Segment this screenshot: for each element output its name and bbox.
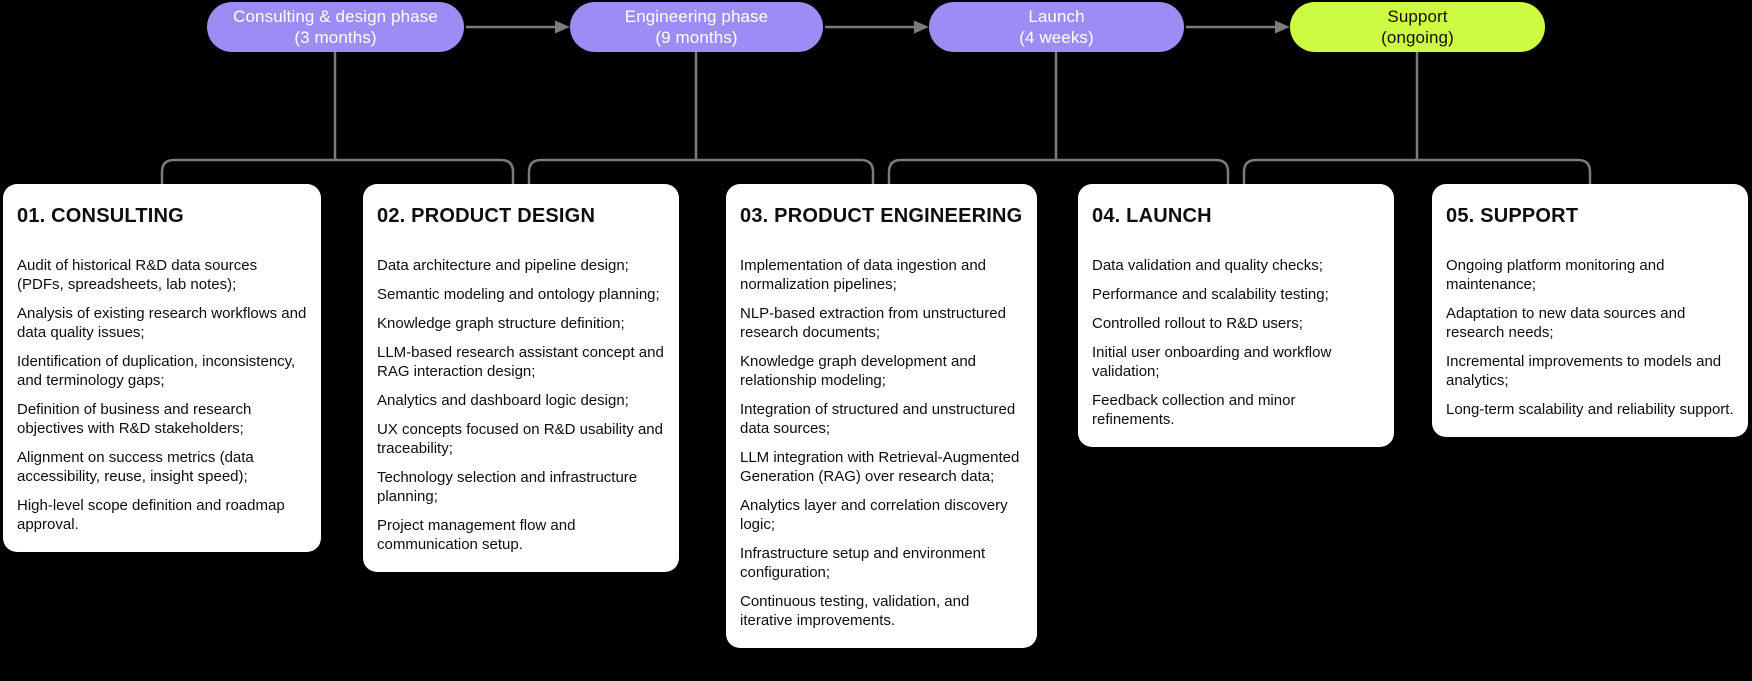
card-item: Feedback collection and minor refinement… bbox=[1092, 392, 1296, 428]
card-item: Adaptation to new data sources and resea… bbox=[1446, 305, 1686, 341]
card-item: Audit of historical R&D data sources (PD… bbox=[17, 257, 258, 293]
card-item: NLP-based extraction from unstructured r… bbox=[740, 305, 1006, 341]
bracket-line bbox=[160, 158, 515, 188]
card-items: Implementation of data ingestion and nor… bbox=[740, 256, 1023, 630]
card-items: Audit of historical R&D data sources (PD… bbox=[17, 256, 307, 534]
card-item: LLM-based research assistant concept and… bbox=[377, 344, 664, 380]
card-item: Initial user onboarding and workflow val… bbox=[1092, 344, 1332, 380]
phase-title: Engineering phase bbox=[624, 7, 769, 26]
card-item: Integration of structured and unstructur… bbox=[740, 401, 1016, 437]
arrowhead-icon bbox=[1275, 20, 1290, 34]
card-item: Analysis of existing research workflows … bbox=[17, 305, 307, 341]
phase-pill-engineering: Engineering phase (9 months) bbox=[570, 2, 823, 52]
bracket-line bbox=[527, 158, 875, 188]
card-item: Data validation and quality checks; bbox=[1092, 257, 1323, 274]
arrowhead-icon bbox=[914, 20, 929, 34]
phase-duration: (ongoing) bbox=[1381, 28, 1454, 47]
card-item: Controlled rollout to R&D users; bbox=[1092, 315, 1303, 332]
phase-pill-support: Support (ongoing) bbox=[1290, 2, 1545, 52]
arrowhead-icon bbox=[555, 20, 570, 34]
card-item: Data architecture and pipeline design; bbox=[377, 257, 629, 274]
phase-title: Launch bbox=[1028, 7, 1085, 26]
card-item: UX concepts focused on R&D usability and… bbox=[377, 421, 663, 457]
card-item: Long-term scalability and reliability su… bbox=[1446, 401, 1734, 418]
bracket-line bbox=[1242, 158, 1592, 188]
bracket-line bbox=[887, 158, 1230, 188]
card-item: Definition of business and research obje… bbox=[17, 401, 252, 437]
phase-duration: (3 months) bbox=[294, 28, 377, 47]
card-item: Semantic modeling and ontology planning; bbox=[377, 286, 660, 303]
phase-pill-launch: Launch (4 weeks) bbox=[929, 2, 1184, 52]
card-heading: 01. CONSULTING bbox=[17, 205, 184, 227]
phase-duration: (9 months) bbox=[655, 28, 738, 47]
card-item: Technology selection and infrastructure … bbox=[377, 469, 638, 505]
card-product-engineering: 03. PRODUCT ENGINEERING Implementation o… bbox=[726, 184, 1037, 648]
card-items: Data architecture and pipeline design; Se… bbox=[377, 256, 665, 554]
card-item: Analytics and dashboard logic design; bbox=[377, 392, 629, 409]
card-item: Ongoing platform monitoring and maintena… bbox=[1446, 257, 1665, 293]
card-items: Data validation and quality checks; Perfo… bbox=[1092, 256, 1380, 429]
phase-title: Support bbox=[1387, 7, 1448, 26]
card-item: High-level scope definition and roadmap … bbox=[17, 497, 285, 533]
card-launch: 04. LAUNCH Data validation and quality c… bbox=[1078, 184, 1394, 447]
card-item: Knowledge graph development and relation… bbox=[740, 353, 977, 389]
card-item: Infrastructure setup and environment con… bbox=[740, 545, 986, 581]
card-heading: 03. PRODUCT ENGINEERING bbox=[740, 205, 1023, 227]
card-item: Knowledge graph structure definition; bbox=[377, 315, 625, 332]
card-item: Implementation of data ingestion and nor… bbox=[740, 257, 986, 293]
card-item: Analytics layer and correlation discover… bbox=[740, 497, 1008, 533]
card-item: Continuous testing, validation, and iter… bbox=[740, 593, 970, 629]
card-item: Project management flow and communicatio… bbox=[377, 517, 576, 553]
card-item: Identification of duplication, inconsist… bbox=[17, 353, 296, 389]
card-item: LLM integration with Retrieval-Augmented… bbox=[740, 449, 1020, 485]
card-item: Incremental improvements to models and a… bbox=[1446, 353, 1722, 389]
card-heading: 05. SUPPORT bbox=[1446, 205, 1579, 227]
card-item: Performance and scalability testing; bbox=[1092, 286, 1329, 303]
card-heading: 02. PRODUCT DESIGN bbox=[377, 205, 596, 227]
card-support: 05. SUPPORT Ongoing platform monitoring … bbox=[1432, 184, 1748, 437]
phase-title: Consulting & design phase bbox=[233, 7, 438, 26]
card-item: Alignment on success metrics (data acces… bbox=[17, 449, 254, 485]
phase-duration: (4 weeks) bbox=[1019, 28, 1094, 47]
card-heading: 04. LAUNCH bbox=[1092, 205, 1212, 227]
card-product-design: 02. PRODUCT DESIGN Data architecture and… bbox=[363, 184, 679, 572]
card-consulting: 01. CONSULTING Audit of historical R&D d… bbox=[3, 184, 321, 552]
card-items: Ongoing platform monitoring and maintena… bbox=[1446, 256, 1734, 419]
phase-pill-consulting-design: Consulting & design phase (3 months) bbox=[207, 2, 464, 52]
